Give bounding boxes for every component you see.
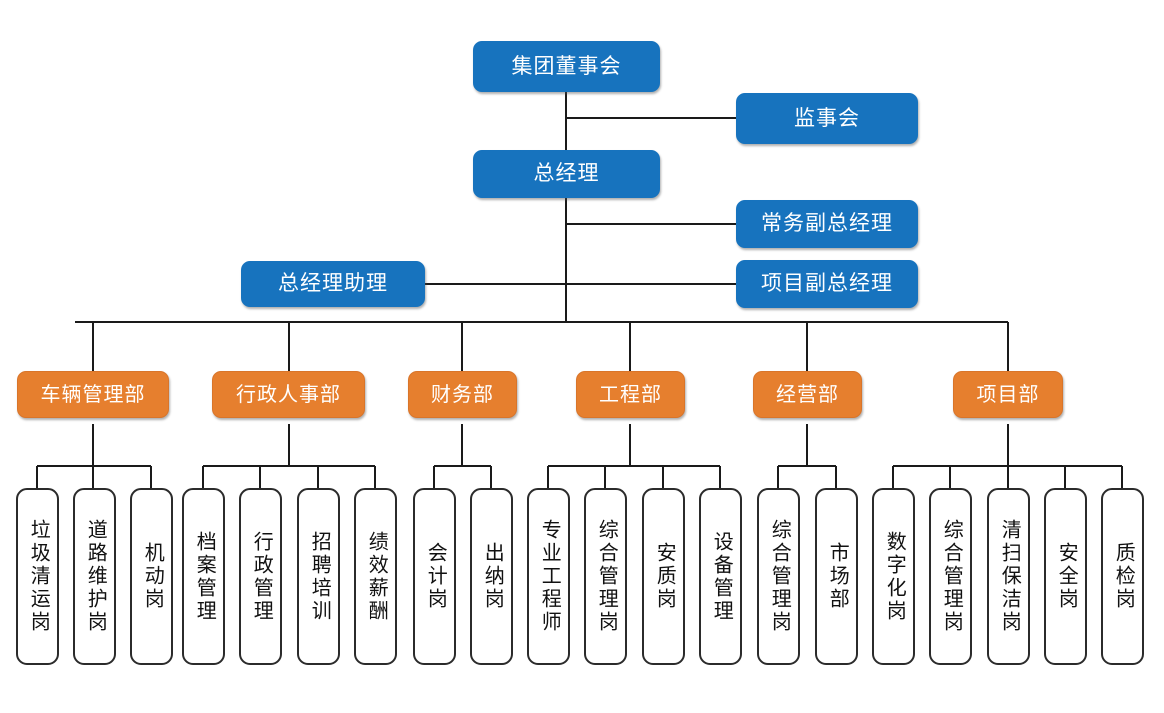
leaf-box[interactable]: 出纳岗	[470, 488, 513, 665]
node-department-engineering[interactable]: 工程部	[576, 371, 685, 418]
leaf-box[interactable]: 综合管理岗	[584, 488, 627, 665]
node-project-deputy-general-manager[interactable]: 项目副总经理	[736, 260, 918, 308]
leaf-box[interactable]: 安质岗	[642, 488, 685, 665]
node-general-manager-assistant[interactable]: 总经理助理	[241, 261, 425, 307]
leaf-box[interactable]: 清扫保洁岗	[987, 488, 1030, 665]
leaf-box[interactable]: 综合管理岗	[757, 488, 800, 665]
leaf-box[interactable]: 会计岗	[413, 488, 456, 665]
leaf-box[interactable]: 垃圾清运岗	[16, 488, 59, 665]
leaf-box[interactable]: 专业工程师	[527, 488, 570, 665]
leaf-box[interactable]: 安全岗	[1044, 488, 1087, 665]
leaf-box[interactable]: 机动岗	[130, 488, 173, 665]
leaf-box[interactable]: 绩效薪酬	[354, 488, 397, 665]
leaf-box[interactable]: 市场部	[815, 488, 858, 665]
node-department-admin-hr[interactable]: 行政人事部	[212, 371, 365, 418]
leaf-box[interactable]: 招聘培训	[297, 488, 340, 665]
leaf-box[interactable]: 综合管理岗	[929, 488, 972, 665]
node-executive-deputy-general-manager[interactable]: 常务副总经理	[736, 200, 918, 248]
leaf-box[interactable]: 设备管理	[699, 488, 742, 665]
node-board[interactable]: 集团董事会	[473, 41, 660, 92]
leaf-box[interactable]: 数字化岗	[872, 488, 915, 665]
node-general-manager[interactable]: 总经理	[473, 150, 660, 198]
node-supervisory-board[interactable]: 监事会	[736, 93, 918, 144]
node-department-vehicle[interactable]: 车辆管理部	[17, 371, 169, 418]
leaf-box[interactable]: 道路维护岗	[73, 488, 116, 665]
leaf-box[interactable]: 质检岗	[1101, 488, 1144, 665]
leaf-box[interactable]: 行政管理	[239, 488, 282, 665]
node-department-project[interactable]: 项目部	[953, 371, 1063, 418]
leaf-box[interactable]: 档案管理	[182, 488, 225, 665]
node-department-finance[interactable]: 财务部	[408, 371, 517, 418]
node-department-operations[interactable]: 经营部	[753, 371, 862, 418]
